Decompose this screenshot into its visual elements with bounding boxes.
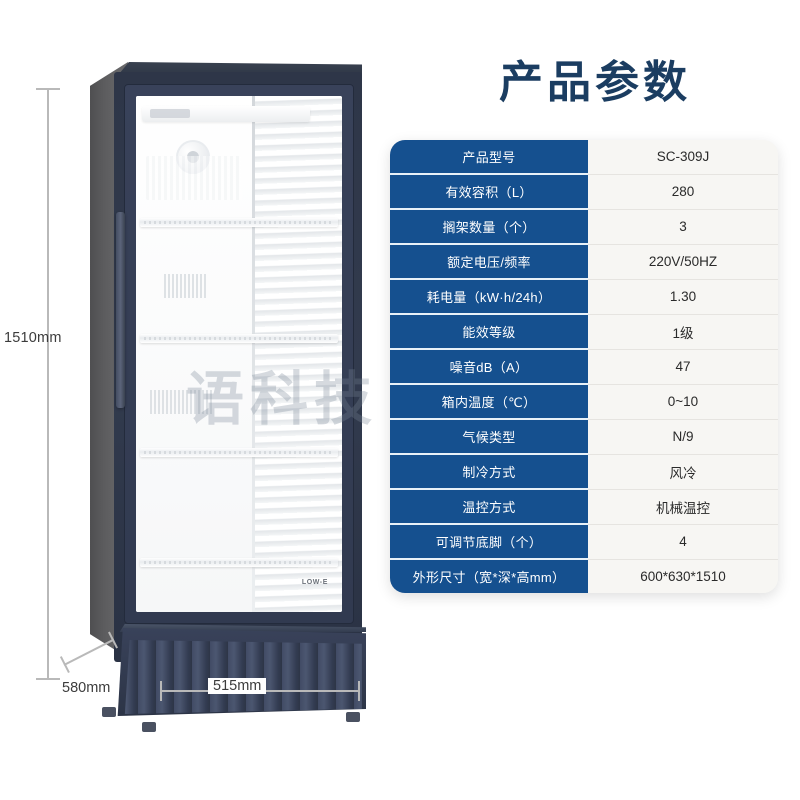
table-row: 制冷方式风冷 bbox=[390, 454, 778, 490]
spec-label-cell: 噪音dB（A） bbox=[390, 349, 588, 385]
height-dimension-line bbox=[36, 88, 60, 680]
vent-grille-icon bbox=[164, 274, 208, 298]
evaporator-panel bbox=[146, 156, 242, 200]
spec-value-cell: 风冷 bbox=[588, 454, 778, 490]
glass-door-pane: LOW-E bbox=[136, 96, 342, 612]
table-row: 可调节底脚（个）4 bbox=[390, 524, 778, 560]
spec-value-cell: 1.30 bbox=[588, 279, 778, 315]
table-row: 搁架数量（个）3 bbox=[390, 209, 778, 245]
adjustable-foot bbox=[142, 722, 156, 732]
shelf bbox=[140, 334, 338, 343]
interior-divider-rail bbox=[252, 96, 255, 612]
adjustable-foot bbox=[346, 712, 360, 722]
spec-value-cell: 600*630*1510 bbox=[588, 559, 778, 593]
spec-value-cell: 4 bbox=[588, 524, 778, 560]
table-row: 耗电量（kW·h/24h）1.30 bbox=[390, 279, 778, 315]
spec-label-cell: 能效等级 bbox=[390, 314, 588, 350]
table-row: 箱内温度（℃）0~10 bbox=[390, 384, 778, 420]
spec-value-cell: 280 bbox=[588, 174, 778, 210]
shelf bbox=[140, 218, 338, 227]
spec-label-cell: 温控方式 bbox=[390, 489, 588, 525]
spec-value-cell: 0~10 bbox=[588, 384, 778, 420]
spec-label-cell: 气候类型 bbox=[390, 419, 588, 455]
spec-label-cell: 可调节底脚（个） bbox=[390, 524, 588, 560]
product-image-area: 1510mm bbox=[0, 0, 390, 800]
height-dimension-label: 1510mm bbox=[4, 330, 62, 346]
spec-label-cell: 搁架数量（个） bbox=[390, 209, 588, 245]
base-top-edge bbox=[119, 624, 366, 632]
spec-value-cell: 3 bbox=[588, 209, 778, 245]
adjustable-foot bbox=[102, 707, 116, 717]
spec-label-cell: 耗电量（kW·h/24h） bbox=[390, 279, 588, 315]
shelf bbox=[140, 558, 338, 567]
door-handle bbox=[116, 212, 125, 408]
width-dimension-label: 515mm bbox=[208, 678, 267, 694]
spec-value-cell: N/9 bbox=[588, 419, 778, 455]
low-e-glass-mark: LOW-E bbox=[301, 579, 328, 586]
depth-dimension-label: 580mm bbox=[62, 680, 111, 696]
spec-value-cell: SC-309J bbox=[588, 140, 778, 175]
spec-label-cell: 制冷方式 bbox=[390, 454, 588, 490]
page-title: 产品参数 bbox=[499, 57, 691, 108]
interior-louvered-wall bbox=[254, 96, 342, 612]
spec-label-cell: 产品型号 bbox=[390, 140, 588, 175]
table-row: 温控方式机械温控 bbox=[390, 489, 778, 525]
table-row: 噪音dB（A）47 bbox=[390, 349, 778, 385]
spec-label-cell: 外形尺寸（宽*深*高mm） bbox=[390, 559, 588, 593]
table-row: 外形尺寸（宽*深*高mm）600*630*1510 bbox=[390, 559, 778, 593]
brand-logo-plate bbox=[150, 109, 190, 118]
base-ribbed-grille bbox=[124, 640, 362, 714]
spec-value-cell: 1级 bbox=[588, 314, 778, 350]
spec-label-cell: 有效容积（L） bbox=[390, 174, 588, 210]
table-row: 有效容积（L）280 bbox=[390, 174, 778, 210]
vent-grille-icon bbox=[150, 390, 212, 414]
spec-value-cell: 机械温控 bbox=[588, 489, 778, 525]
spec-value-cell: 220V/50HZ bbox=[588, 244, 778, 280]
glass-door-frame: LOW-E bbox=[124, 84, 354, 624]
spec-label-cell: 额定电压/频率 bbox=[390, 244, 588, 280]
spec-value-cell: 47 bbox=[588, 349, 778, 385]
refrigerator-illustration: LOW-E bbox=[90, 62, 366, 732]
shelf bbox=[140, 448, 338, 457]
spec-label-cell: 箱内温度（℃） bbox=[390, 384, 588, 420]
